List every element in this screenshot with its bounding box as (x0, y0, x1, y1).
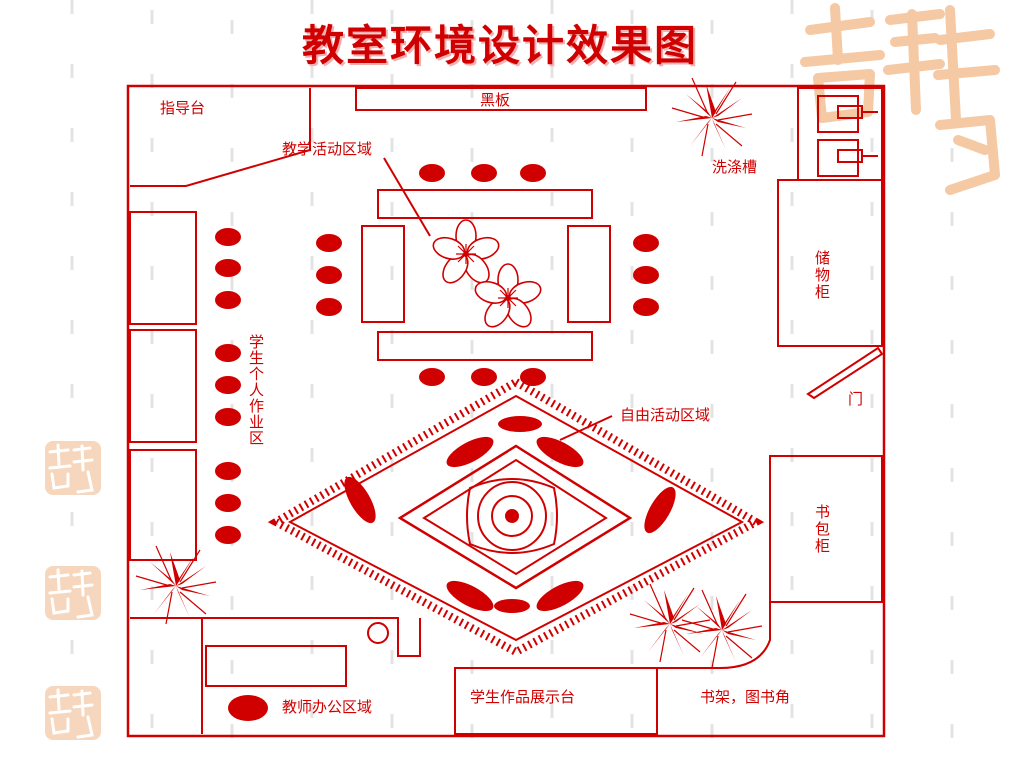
label-teacher-office: 教师办公区域 (282, 698, 372, 716)
auspicious-seal-icon-3 (45, 686, 101, 740)
auspicious-seal-icon-2 (45, 566, 101, 620)
label-free-activity: 自由活动区域 (620, 406, 710, 424)
label-bookshelf: 书架，图书角 (700, 688, 790, 706)
label-door: 门 (848, 390, 863, 408)
label-bag-cabinet: 书包柜 (813, 504, 831, 555)
label-blackboard: 黑板 (480, 91, 510, 109)
auspicious-seal-icon (800, 3, 1000, 195)
label-guide-desk: 指导台 (160, 99, 205, 117)
auspicious-seal-icon-1 (45, 441, 101, 495)
label-individual-work: 学生个人作业区 (247, 334, 265, 446)
page-title: 教室环境设计效果图 (301, 21, 698, 70)
label-storage: 储物柜 (813, 250, 831, 301)
label-sink: 洗涤槽 (712, 158, 757, 176)
label-teaching-area: 教学活动区域 (282, 140, 372, 158)
label-display-stand: 学生作品展示台 (470, 688, 575, 706)
